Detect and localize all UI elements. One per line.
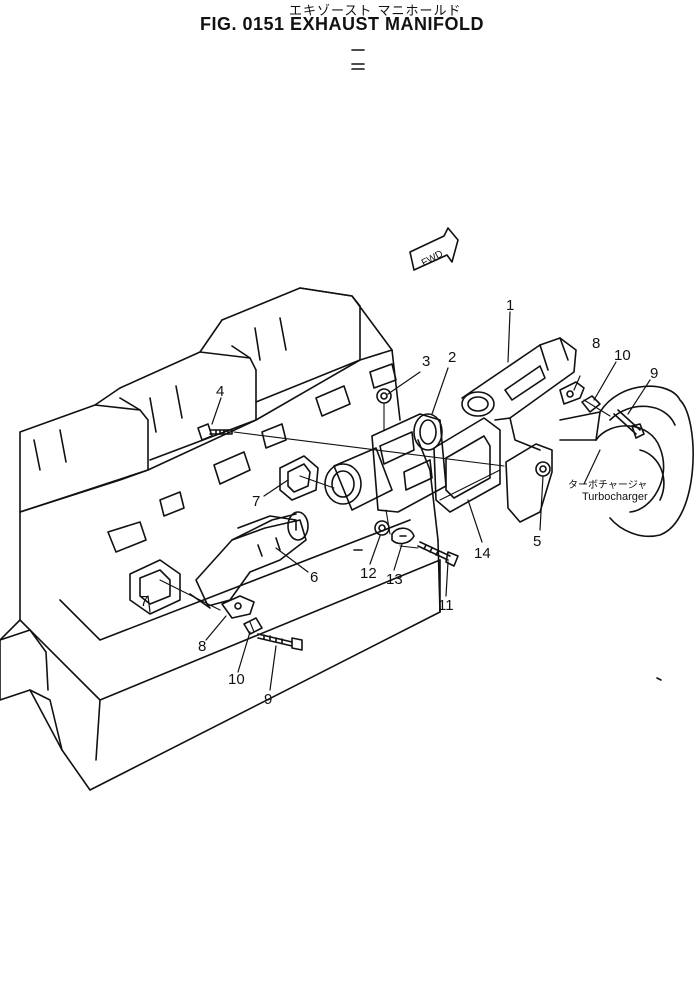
- exhaust-manifold-rear: [461, 337, 577, 451]
- callout-7-front: 7: [140, 593, 148, 610]
- callout-1: 1: [506, 297, 514, 314]
- callout-10-front: 10: [228, 671, 245, 688]
- callout-8-front: 8: [198, 638, 206, 655]
- nut-part5: [535, 461, 551, 477]
- exhaust-manifold-front: [189, 511, 309, 609]
- gasket-front-part7: [129, 559, 181, 615]
- bolt-part4: [197, 423, 233, 441]
- turbo-gasket-part14: [433, 417, 501, 513]
- turbocharger-label-japanese: ターボチャージャ: [568, 479, 647, 491]
- bolt-part11: [417, 541, 459, 567]
- exhaust-manifold-center: [324, 413, 447, 513]
- callout-11: 11: [438, 597, 454, 614]
- bolt-part9-rear: [613, 409, 645, 439]
- fwd-label: FWD: [420, 249, 445, 269]
- fwd-arrow-icon: FWD: [409, 227, 459, 271]
- callout-10-rear: 10: [614, 347, 631, 364]
- nut-part12: [374, 520, 390, 536]
- title-marks: [351, 49, 365, 70]
- callout-7-center: 7: [252, 493, 260, 510]
- leader-lines: [147, 311, 651, 691]
- engine-block: [0, 287, 441, 791]
- callout-8-rear: 8: [592, 335, 600, 352]
- figure-title: FIG. 0151 EXHAUST MANIFOLD: [200, 14, 485, 34]
- turbocharger: [559, 385, 694, 537]
- callout-3: 3: [422, 353, 430, 370]
- clamp-part8-front: [221, 595, 255, 619]
- gasket-center-part7: [279, 455, 319, 501]
- callout-5: 5: [533, 533, 541, 550]
- turbo-flange: [505, 443, 553, 523]
- turbocharger-label: Turbocharger: [582, 491, 648, 503]
- callout-2: 2: [448, 349, 456, 366]
- callout-14: 14: [474, 545, 491, 562]
- callout-9-rear: 9: [650, 365, 658, 382]
- stray-marks: [353, 549, 662, 681]
- callout-4: 4: [216, 383, 224, 400]
- assembly-guide-lines: [159, 399, 611, 633]
- clamp-part8-rear: [559, 381, 585, 405]
- lockplate-part10-front: [243, 617, 263, 635]
- figure-title-japanese: エキゾースト マニホールド: [289, 4, 462, 19]
- callout-6: 6: [310, 569, 318, 586]
- nut-part3: [376, 388, 392, 404]
- bolt-part9-front: [257, 633, 303, 651]
- clip-part13: [391, 527, 415, 545]
- lockplate-part10-rear: [581, 395, 601, 413]
- callout-9-front: 9: [264, 691, 272, 708]
- callout-numbers: 1 2 3 4 5 6 7 7 8 8 9 9 10 10 11 12 13 1…: [140, 297, 658, 708]
- callout-12: 12: [360, 565, 377, 582]
- callout-13: 13: [386, 571, 403, 588]
